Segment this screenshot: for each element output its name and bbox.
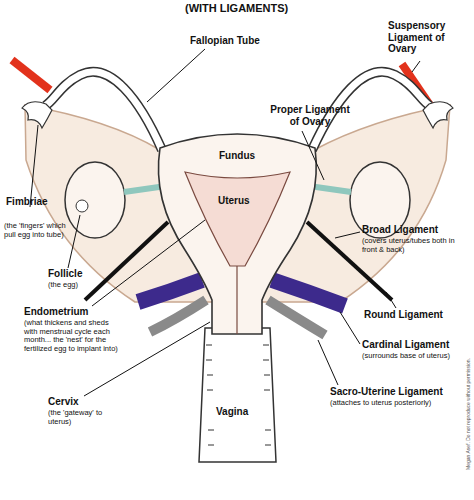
part-label: Fimbriae bbox=[6, 196, 48, 208]
fallopian-tube bbox=[45, 72, 162, 150]
part-label: Proper Ligament of Ovary bbox=[270, 104, 350, 127]
note-text: (the 'fingers' which pull egg into tube) bbox=[4, 222, 66, 239]
fallopian-tube bbox=[45, 72, 162, 150]
cardinal-ligament bbox=[272, 280, 345, 306]
note-text: (the egg) bbox=[48, 281, 78, 290]
part-label: Cardinal Ligament bbox=[362, 339, 449, 351]
cervical-canal bbox=[236, 266, 237, 334]
diagram-title: (WITH LIGAMENTS) bbox=[185, 2, 288, 15]
note-text: (what thickens and sheds with menstrual … bbox=[24, 319, 124, 354]
note-text: (attaches to uterus posteriorly) bbox=[330, 399, 470, 408]
part-label: Cervix bbox=[48, 396, 79, 408]
part-label: Suspensory Ligament of Ovary bbox=[388, 20, 468, 55]
suspensory-ligament bbox=[12, 60, 50, 90]
sacro-uterine-ligament bbox=[268, 300, 325, 335]
follicle bbox=[76, 200, 88, 212]
sacro-uterine-ligament bbox=[150, 300, 206, 332]
watermark-text: Megan Asef. Do not reproduce without per… bbox=[466, 358, 472, 470]
vaginal-rugae bbox=[206, 345, 271, 445]
part-label: Fallopian Tube bbox=[190, 35, 260, 47]
part-label: Broad Ligament bbox=[362, 224, 438, 236]
ovary bbox=[65, 162, 125, 238]
cardinal-ligament bbox=[138, 280, 202, 302]
part-label: Uterus bbox=[218, 195, 250, 207]
part-label: Follicle bbox=[48, 268, 82, 280]
part-label: Fundus bbox=[219, 150, 255, 162]
note-text: (the 'gateway' to uterus) bbox=[48, 409, 118, 426]
note-text: (surrounds base of uterus) bbox=[362, 352, 470, 361]
fimbriae bbox=[22, 102, 453, 128]
uterus-body bbox=[158, 134, 316, 334]
note-text: (covers uterus/tubes both in front & bac… bbox=[362, 237, 462, 254]
part-label: Endometrium bbox=[24, 306, 88, 318]
endometrium bbox=[185, 172, 290, 266]
part-label: Sacro-Uterine Ligament bbox=[330, 386, 443, 398]
part-label: Round Ligament bbox=[364, 309, 443, 321]
part-label: Vagina bbox=[216, 406, 248, 418]
vagina bbox=[199, 328, 276, 462]
